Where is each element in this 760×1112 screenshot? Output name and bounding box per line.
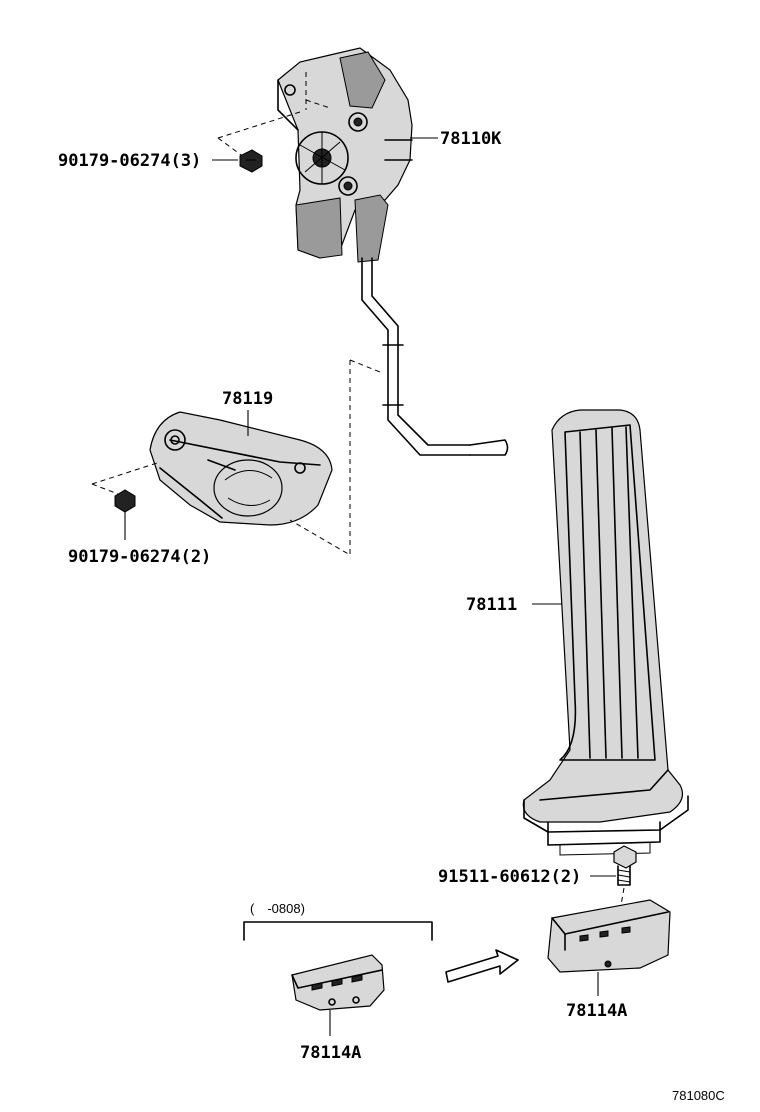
assembly-guides-middle [91,359,381,556]
pedal-arm [361,257,509,456]
pedal-stopper-new[interactable] [547,899,671,973]
diagram-code: 781080C [672,1088,725,1103]
label-pedal-pad: 78111 [466,595,517,615]
label-bracket: 78119 [222,389,273,409]
replacement-arrow [445,949,519,983]
label-date-range: ( -0808) [250,901,305,916]
pedal-sensor-assembly[interactable] [277,47,413,263]
label-sensor-assembly: 78110K [440,129,502,149]
pedal-bracket[interactable] [149,411,333,526]
bolt[interactable] [613,845,637,886]
label-stopper-new: 78114A [566,1001,627,1021]
label-stopper-old: 78114A [300,1043,361,1063]
pedal-pad[interactable] [522,409,689,856]
date-range-bracket [243,921,433,941]
pedal-stopper-old[interactable] [291,954,385,1011]
label-bolt: 91511-60612(2) [438,867,581,887]
nut-lower[interactable] [114,489,136,513]
label-nut-lower: 90179-06274(2) [68,547,211,567]
nut-upper[interactable] [239,149,263,173]
label-nut-upper: 90179-06274(3) [58,151,201,171]
